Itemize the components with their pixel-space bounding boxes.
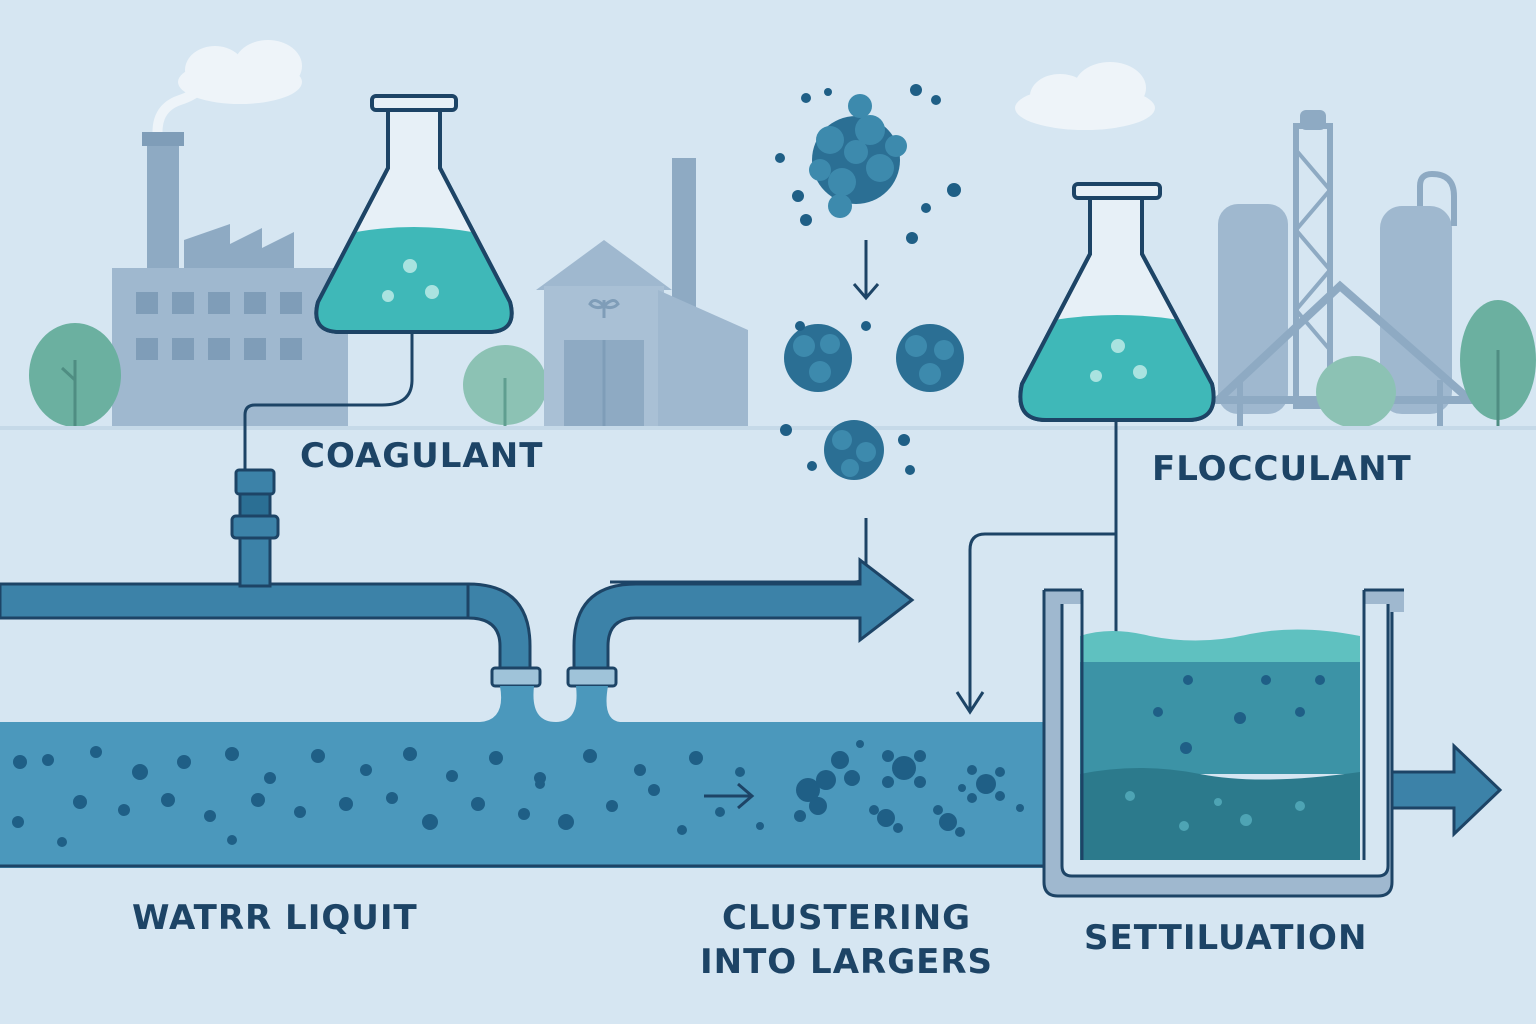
tree-icon bbox=[1316, 300, 1536, 428]
clustering-label-line1: CLUSTERING bbox=[721, 898, 972, 938]
water-channel bbox=[0, 686, 1060, 868]
settling-tank-icon bbox=[1042, 588, 1503, 898]
flocculant-label: FLOCCULANT bbox=[1152, 449, 1412, 489]
arrow-icon bbox=[852, 240, 880, 301]
arrow-icon bbox=[610, 518, 868, 584]
clustering-label-line2: INTO LARGERS bbox=[700, 942, 993, 983]
coagulant-label: COAGULANT bbox=[300, 436, 544, 476]
silo-plant-icon bbox=[1207, 110, 1481, 428]
water-liquid-label: WATRR LIQUIT bbox=[132, 898, 418, 938]
pipe bbox=[0, 468, 915, 688]
particle-cluster-icon bbox=[780, 321, 964, 480]
clustering-label: CLUSTERING INTO LARGERS bbox=[700, 896, 993, 984]
barn-icon bbox=[536, 158, 748, 428]
tree-icon bbox=[29, 323, 121, 428]
tree-icon bbox=[463, 345, 547, 428]
arrow-icon bbox=[704, 782, 755, 810]
factory-icon bbox=[112, 65, 348, 428]
particle-cluster-icon bbox=[775, 84, 961, 244]
particle-cluster-icon bbox=[794, 740, 1024, 837]
flask-icon bbox=[243, 94, 514, 475]
settling-label: SETTILUATION bbox=[1084, 918, 1368, 958]
cloud-icon bbox=[1015, 62, 1155, 130]
